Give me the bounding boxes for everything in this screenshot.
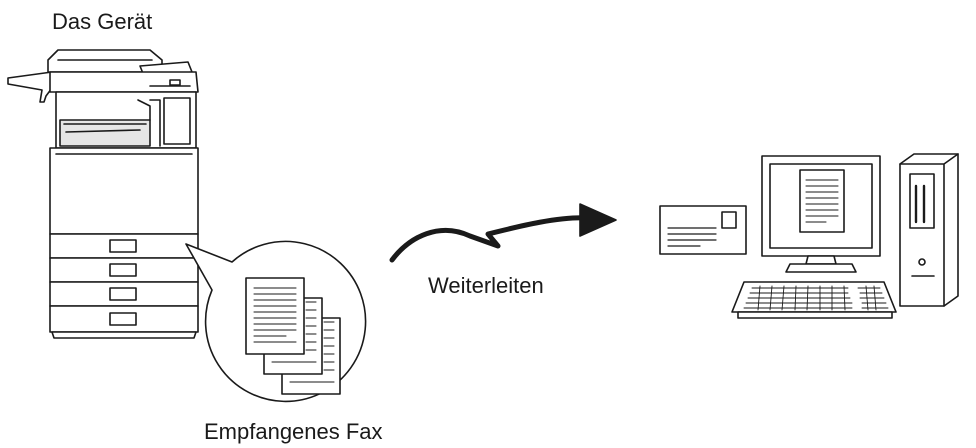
device-label: Das Gerät — [52, 9, 153, 34]
document-stack-icon — [245, 277, 341, 395]
received-fax-label: Empfangenes Fax — [204, 419, 383, 444]
desktop-computer-icon — [731, 153, 959, 319]
multifunction-printer-icon — [7, 49, 199, 339]
forward-label: Weiterleiten — [428, 273, 544, 298]
envelope-icon — [659, 205, 747, 255]
forward-arrow-icon — [389, 203, 617, 263]
